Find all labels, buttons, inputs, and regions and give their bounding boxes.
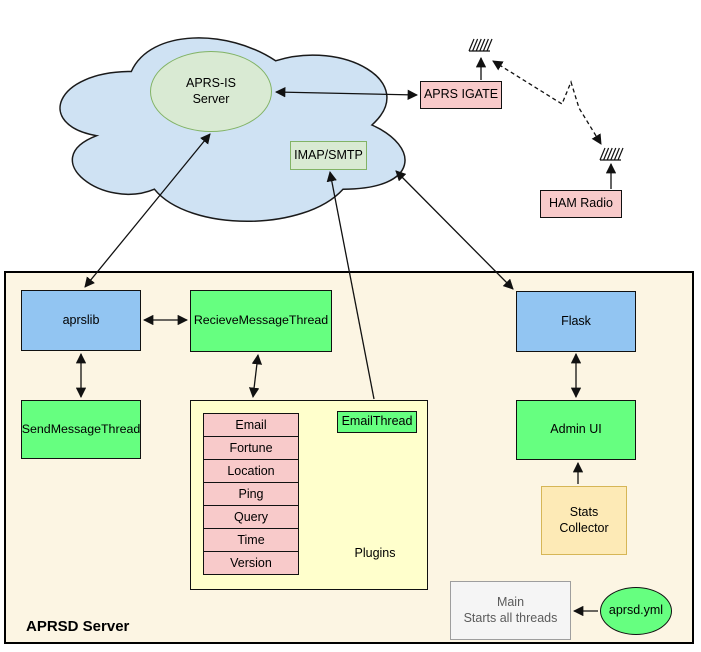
- hamradio-antenna-icon: [599, 147, 624, 161]
- igate-antenna-icon: [468, 38, 493, 52]
- plugins-label: Plugins: [354, 546, 396, 561]
- flask-node: Flask: [516, 291, 636, 352]
- recieve-message-thread-node: RecieveMessageThread: [190, 290, 332, 352]
- aprslib-node: aprslib: [21, 290, 141, 351]
- main-node: Main Starts all threads: [450, 581, 571, 640]
- plugin-item-version: Version: [203, 551, 299, 575]
- edge-aprsis-aprslib: [84, 133, 211, 288]
- plugin-item-email: Email: [203, 413, 299, 437]
- stats-collector-node: Stats Collector: [541, 486, 627, 555]
- ham-radio-node: HAM Radio: [540, 190, 622, 218]
- edge-aprsis-igate: [274, 87, 419, 100]
- send-message-thread-node: SendMessageThread: [21, 400, 141, 459]
- aprsd-yml-node: aprsd.yml: [600, 587, 672, 635]
- plugin-item-fortune: Fortune: [203, 436, 299, 460]
- edge-rf-link: [492, 60, 602, 145]
- admin-ui-node: Admin UI: [516, 400, 636, 460]
- plugin-item-ping: Ping: [203, 482, 299, 506]
- aprs-igate-node: APRS IGATE: [420, 81, 502, 109]
- aprsd-server-title: APRSD Server: [26, 618, 130, 635]
- plugin-item-location: Location: [203, 459, 299, 483]
- email-thread-node: EmailThread: [337, 411, 417, 433]
- plugin-item-time: Time: [203, 528, 299, 552]
- plugin-item-query: Query: [203, 505, 299, 529]
- plugin-list: Email Fortune Location Ping Query Time V…: [203, 413, 299, 575]
- imap-smtp-node: IMAP/SMTP: [290, 141, 367, 170]
- aprs-is-server-node: APRS-IS Server: [150, 51, 272, 132]
